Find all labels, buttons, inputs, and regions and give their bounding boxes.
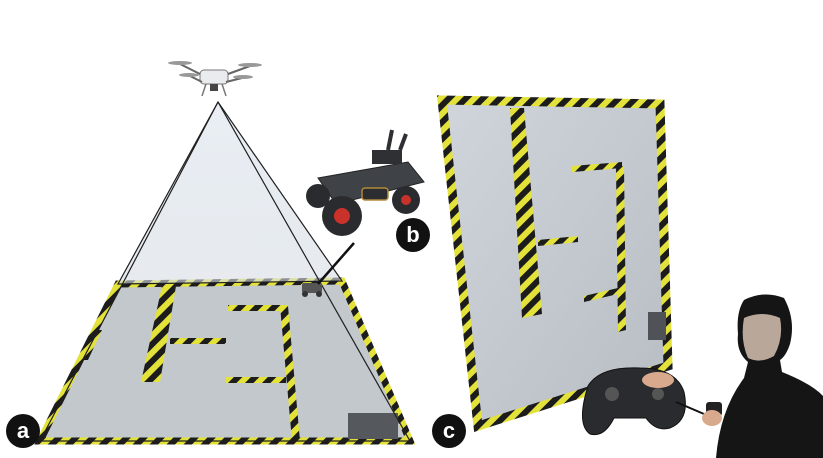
drone-icon [168, 61, 262, 97]
panel-c-wall-maze [436, 95, 673, 432]
robot-on-maze [302, 242, 355, 297]
panel-label-a: a [6, 414, 40, 448]
controller-icon [582, 367, 705, 436]
robot-car-icon [306, 129, 425, 236]
person-icon [702, 294, 823, 458]
drone-view-frustum [39, 100, 411, 442]
panel-label-b: b [396, 218, 430, 252]
panel-label-c: c [432, 414, 466, 448]
panel-a-floor-maze [34, 277, 416, 445]
